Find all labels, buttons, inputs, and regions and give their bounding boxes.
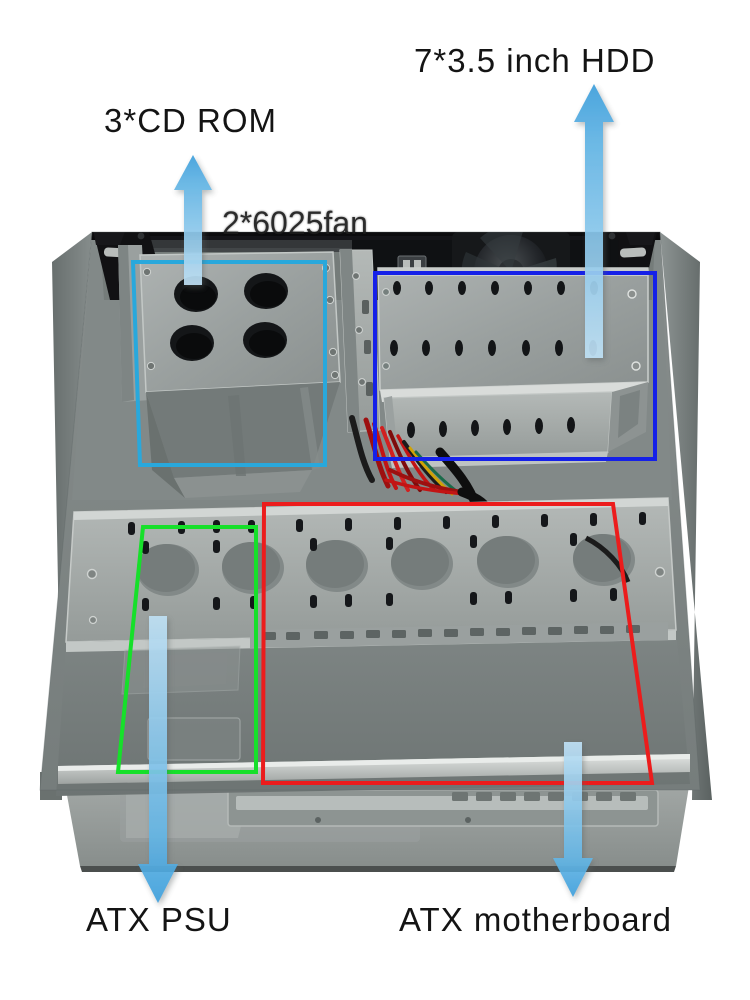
motherboard-label: ATX motherboard <box>399 901 673 938</box>
hdd-cage <box>377 267 649 468</box>
psu-label: ATX PSU <box>86 901 232 938</box>
fan-label: 2*6025fan <box>222 205 368 241</box>
cdrom-cage <box>118 245 341 498</box>
motherboard-tray <box>65 497 677 643</box>
cdrom-label: 3*CD ROM <box>104 102 278 139</box>
center-divider <box>339 249 381 433</box>
hdd-label: 7*3.5 inch HDD <box>414 42 656 79</box>
